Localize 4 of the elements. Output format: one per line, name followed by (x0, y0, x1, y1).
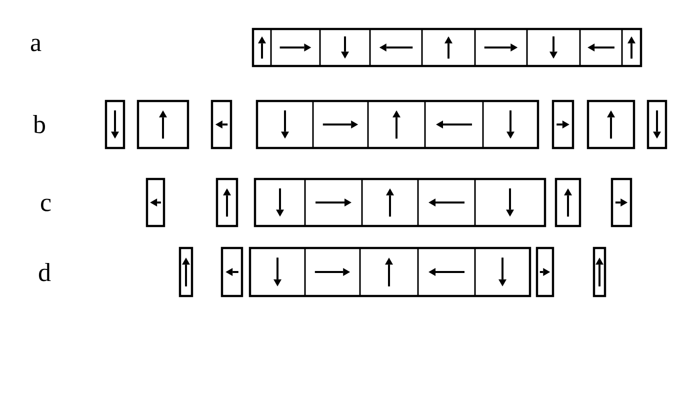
row-label: d (38, 260, 51, 286)
row-label: a (30, 30, 42, 56)
row-label: c (40, 190, 52, 216)
row-label: b (33, 112, 46, 138)
